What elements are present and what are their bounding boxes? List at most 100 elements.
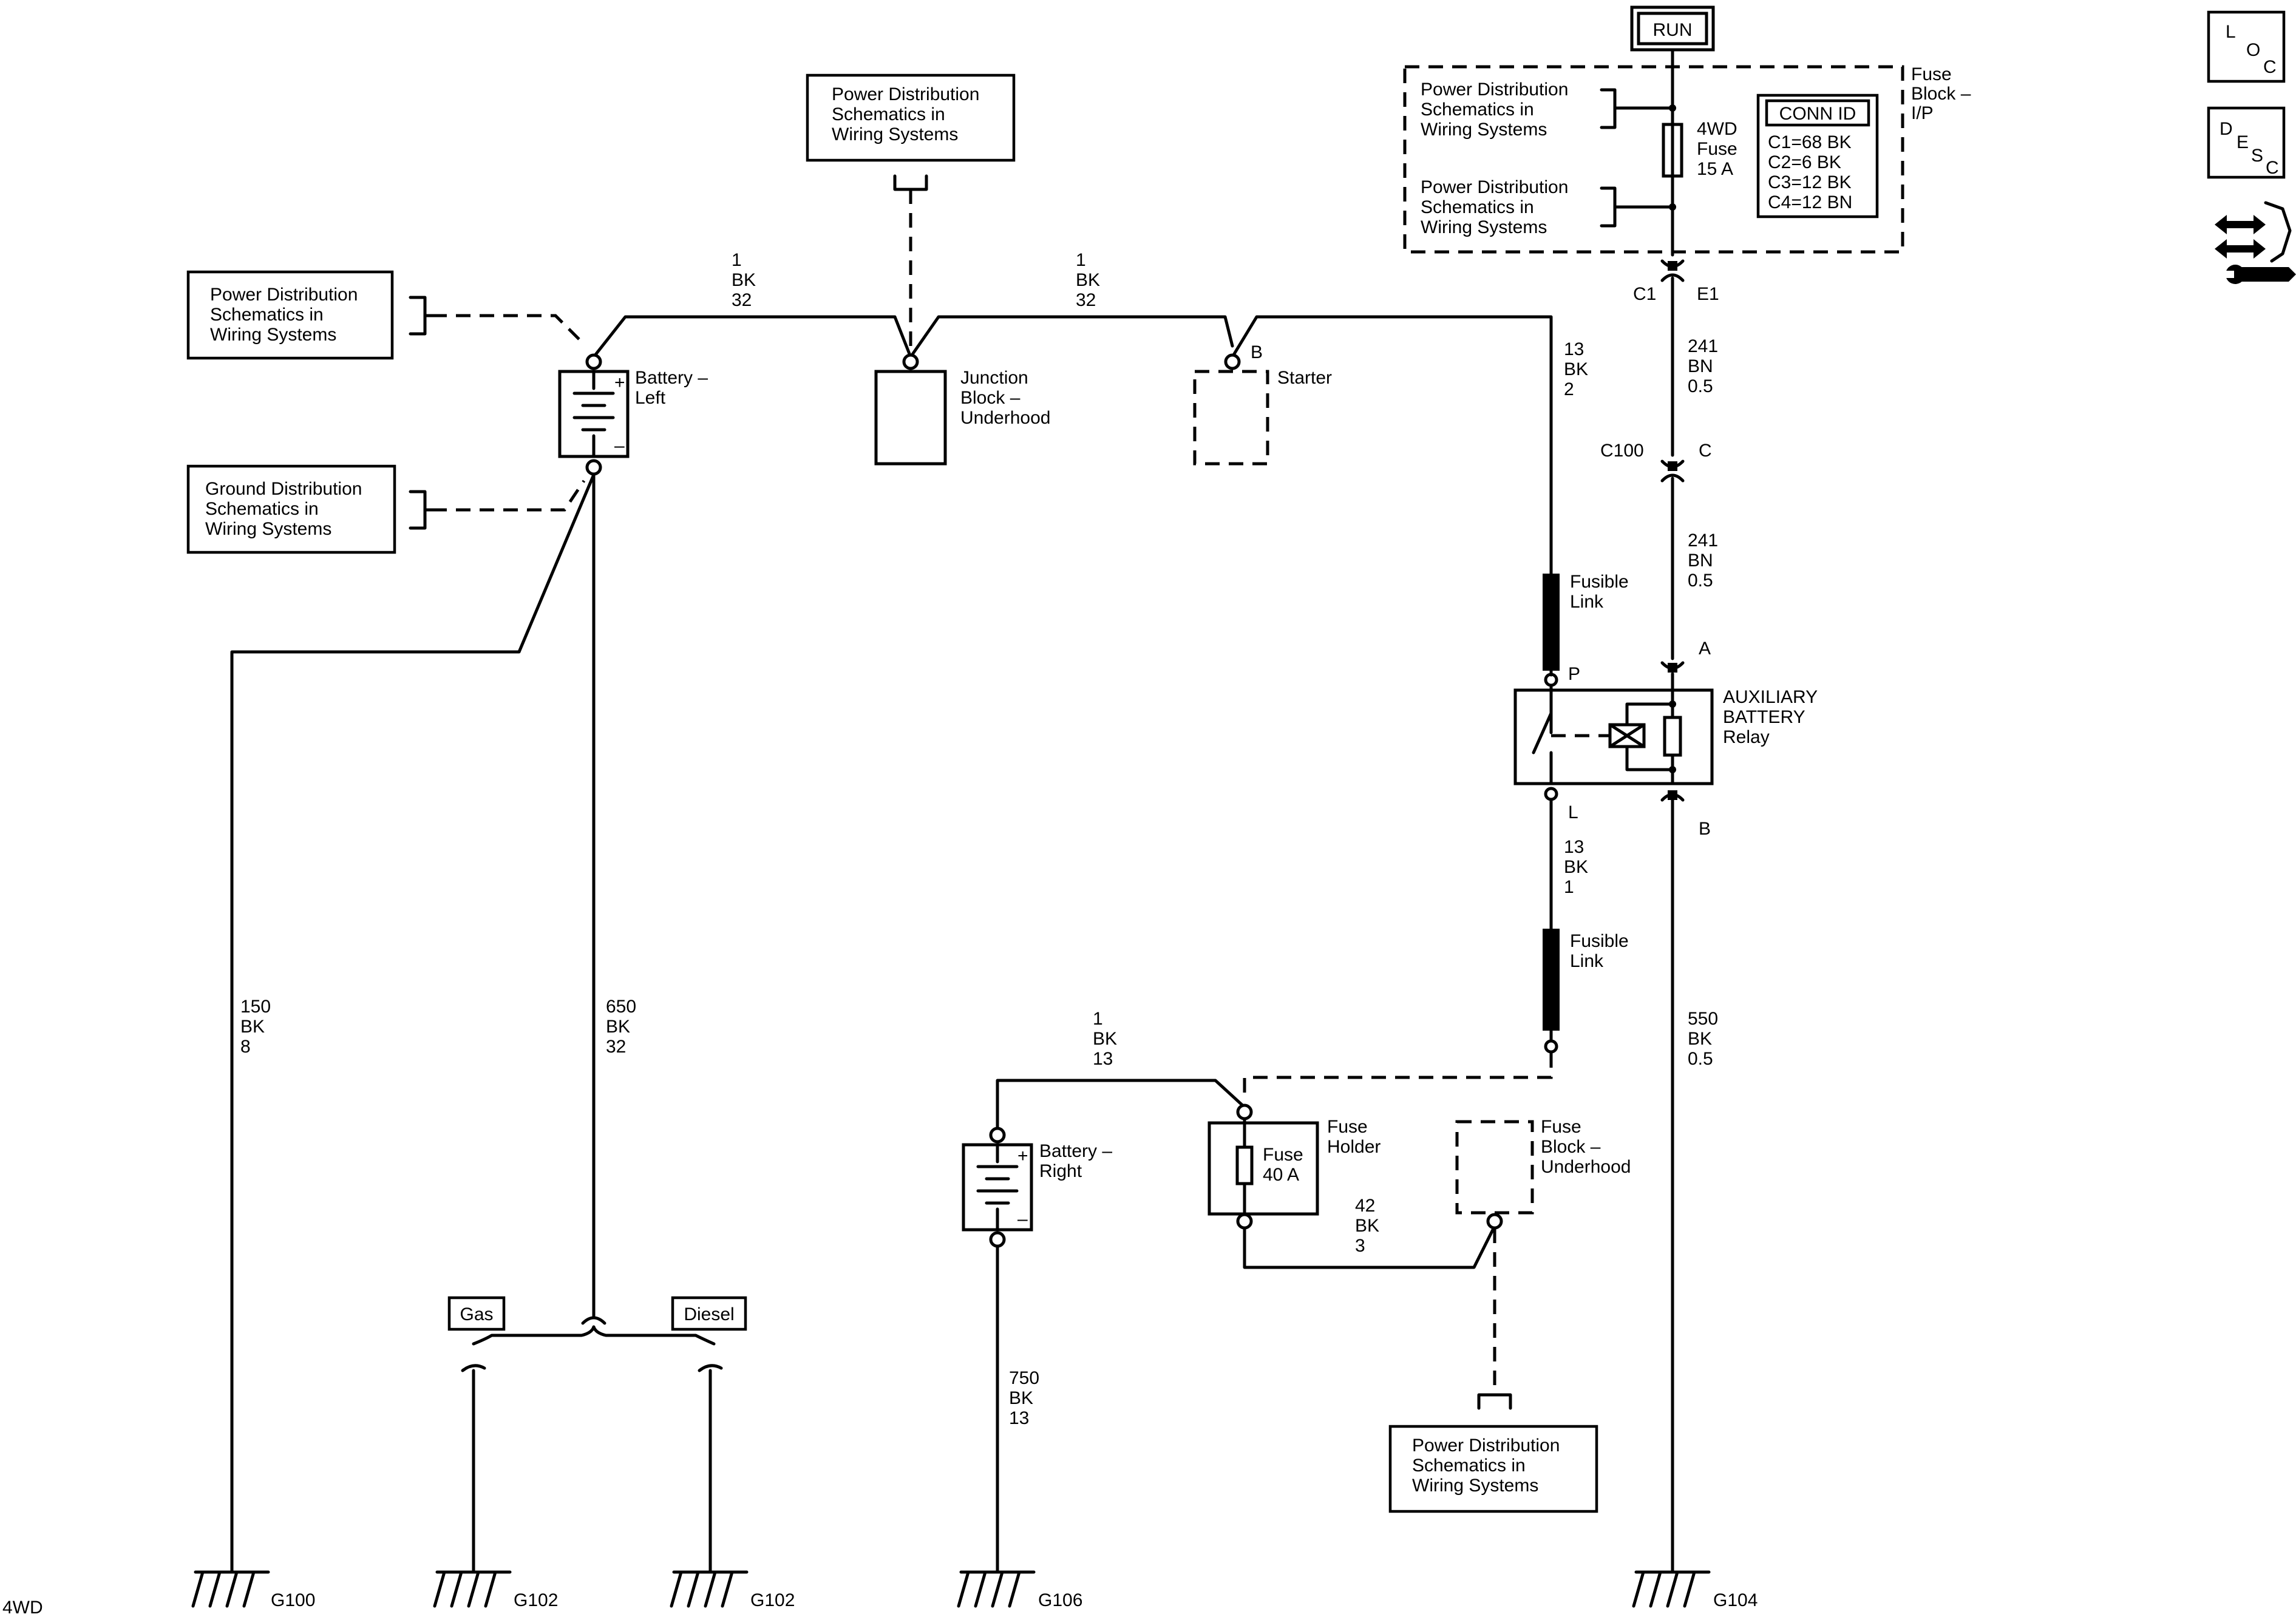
svg-text:BK: BK [1076, 270, 1100, 290]
loc-icon[interactable]: L O C [2207, 10, 2286, 83]
wire-13-bk-2 [1231, 315, 1553, 575]
svg-text:C: C [2266, 158, 2279, 178]
svg-text:13: 13 [1093, 1049, 1113, 1069]
svg-text:AUXILIARY: AUXILIARY [1723, 687, 1818, 707]
svg-text:15 A: 15 A [1697, 159, 1733, 179]
conn-id-table: CONN ID C1=68 BK C2=6 BK C3=12 BK C4=12 … [1756, 93, 1879, 219]
svg-text:E: E [2237, 132, 2249, 152]
svg-text:3: 3 [1355, 1236, 1365, 1256]
fuse-block-ref-top: Power Distribution Schematics in Wiring … [1421, 80, 1674, 140]
svg-text:Fuse: Fuse [1541, 1117, 1581, 1137]
fuse-block-ip-label: Fuse Block – I/P [1911, 64, 1971, 123]
svg-text:BK: BK [1688, 1029, 1712, 1049]
svg-text:G102: G102 [514, 1590, 558, 1610]
ground-g102-gas: G102 [433, 1570, 558, 1610]
fuse-block-underhood: Fuse Block – Underhood [1455, 1117, 1631, 1410]
wire-label-241-bn-upper: 241 BN 0.5 [1688, 336, 1718, 396]
svg-text:Wiring Systems: Wiring Systems [205, 519, 331, 539]
svg-text:G106: G106 [1038, 1590, 1082, 1610]
footer-4wd: 4WD [2, 1598, 43, 1617]
wire-label-1-bk-32-a: 1 BK 32 [732, 250, 756, 310]
svg-text:L: L [2226, 22, 2236, 42]
svg-text:–: – [614, 436, 625, 456]
svg-text:–: – [1017, 1209, 1028, 1229]
gas-diesel-split: Gas Diesel [447, 1296, 747, 1574]
splice-dot [1669, 203, 1676, 211]
svg-text:P: P [1568, 664, 1580, 684]
svg-text:+: + [1017, 1146, 1028, 1166]
wire-label-1-bk-13: 1 BK 13 [1093, 1009, 1117, 1069]
svg-text:Wiring Systems: Wiring Systems [1421, 217, 1547, 237]
svg-text:E1: E1 [1697, 284, 1719, 304]
swap-wrench-icon[interactable] [2215, 201, 2296, 284]
svg-text:L: L [1568, 802, 1578, 822]
svg-text:Schematics in: Schematics in [210, 305, 324, 325]
svg-text:C1=68 BK: C1=68 BK [1768, 132, 1852, 152]
svg-text:32: 32 [606, 1037, 626, 1057]
svg-text:13: 13 [1564, 339, 1584, 359]
svg-text:BK: BK [240, 1017, 265, 1037]
svg-text:Power Distribution: Power Distribution [1421, 177, 1568, 197]
svg-text:BK: BK [1564, 359, 1588, 379]
wire-label-550-bk: 550 BK 0.5 [1688, 1009, 1718, 1069]
fuse-holder: Fuse 40 A Fuse Holder [1207, 1103, 1381, 1230]
svg-text:0.5: 0.5 [1688, 571, 1713, 591]
svg-text:Gas: Gas [460, 1304, 493, 1324]
fuse-4wd-15a: 4WD Fuse 15 A [1662, 119, 1737, 179]
desc-icon[interactable]: D E S C [2207, 106, 2286, 179]
svg-text:Wiring Systems: Wiring Systems [1412, 1476, 1538, 1496]
svg-text:BK: BK [1564, 857, 1588, 877]
svg-text:Schematics in: Schematics in [1421, 197, 1534, 217]
svg-text:Power Distribution: Power Distribution [1421, 80, 1568, 100]
svg-text:D: D [2220, 119, 2233, 139]
run-label-box: RUN [1630, 5, 1715, 52]
ground-g106: G106 [957, 1570, 1082, 1610]
fuse-holder-dashed-link [1243, 1053, 1553, 1096]
svg-text:Link: Link [1570, 592, 1604, 612]
svg-text:Left: Left [635, 388, 666, 408]
wire-1-bk-13 [996, 1079, 1246, 1134]
svg-text:13: 13 [1564, 837, 1584, 857]
svg-text:Fuse: Fuse [1911, 64, 1952, 84]
svg-text:8: 8 [240, 1037, 251, 1057]
svg-text:241: 241 [1688, 336, 1718, 356]
svg-text:Holder: Holder [1327, 1137, 1381, 1157]
battery-left: + – Battery – Left [558, 353, 708, 476]
svg-text:1: 1 [1076, 250, 1086, 270]
svg-text:Schematics in: Schematics in [1421, 100, 1534, 120]
svg-text:0.5: 0.5 [1688, 1049, 1713, 1069]
battery-right: + – Battery – Right [962, 1127, 1112, 1248]
svg-text:BN: BN [1688, 356, 1713, 376]
svg-text:Block –: Block – [1911, 84, 1971, 104]
svg-text:Fusible: Fusible [1570, 931, 1629, 951]
svg-text:BN: BN [1688, 551, 1713, 571]
svg-text:650: 650 [606, 997, 636, 1017]
ground-g100: G100 [191, 1570, 315, 1610]
svg-text:Power Distribution: Power Distribution [210, 285, 358, 305]
ground-g102-diesel: G102 [670, 1570, 795, 1610]
connector-c1-e1: C1 E1 [1633, 259, 1719, 304]
run-label: RUN [1653, 20, 1693, 40]
svg-text:Wiring Systems: Wiring Systems [1421, 120, 1547, 140]
svg-text:Starter: Starter [1277, 368, 1332, 388]
svg-text:C: C [2263, 57, 2277, 77]
junction-block-underhood: Junction Block – Underhood [874, 353, 1050, 466]
svg-text:Power Distribution: Power Distribution [1412, 1436, 1560, 1456]
ref-power-left: Power Distribution Schematics in Wiring … [186, 270, 581, 360]
svg-text:550: 550 [1688, 1009, 1718, 1029]
svg-text:BK: BK [1355, 1216, 1379, 1236]
svg-text:G100: G100 [271, 1590, 315, 1610]
svg-text:4WD: 4WD [1697, 119, 1737, 139]
svg-text:B: B [1699, 819, 1711, 839]
svg-text:2: 2 [1564, 379, 1574, 399]
wire-1-bk-32-b [909, 315, 1234, 359]
svg-text:A: A [1699, 639, 1711, 659]
wire-150-bk-8 [230, 473, 596, 1574]
svg-text:Underhood: Underhood [1541, 1157, 1631, 1177]
splice-dot [1669, 104, 1676, 112]
svg-text:32: 32 [732, 290, 752, 310]
svg-text:Fuse: Fuse [1697, 139, 1737, 159]
wire-label-241-bn-lower: 241 BN 0.5 [1688, 531, 1718, 591]
wire-42-bk-3 [1243, 1224, 1496, 1269]
svg-text:BK: BK [606, 1017, 630, 1037]
